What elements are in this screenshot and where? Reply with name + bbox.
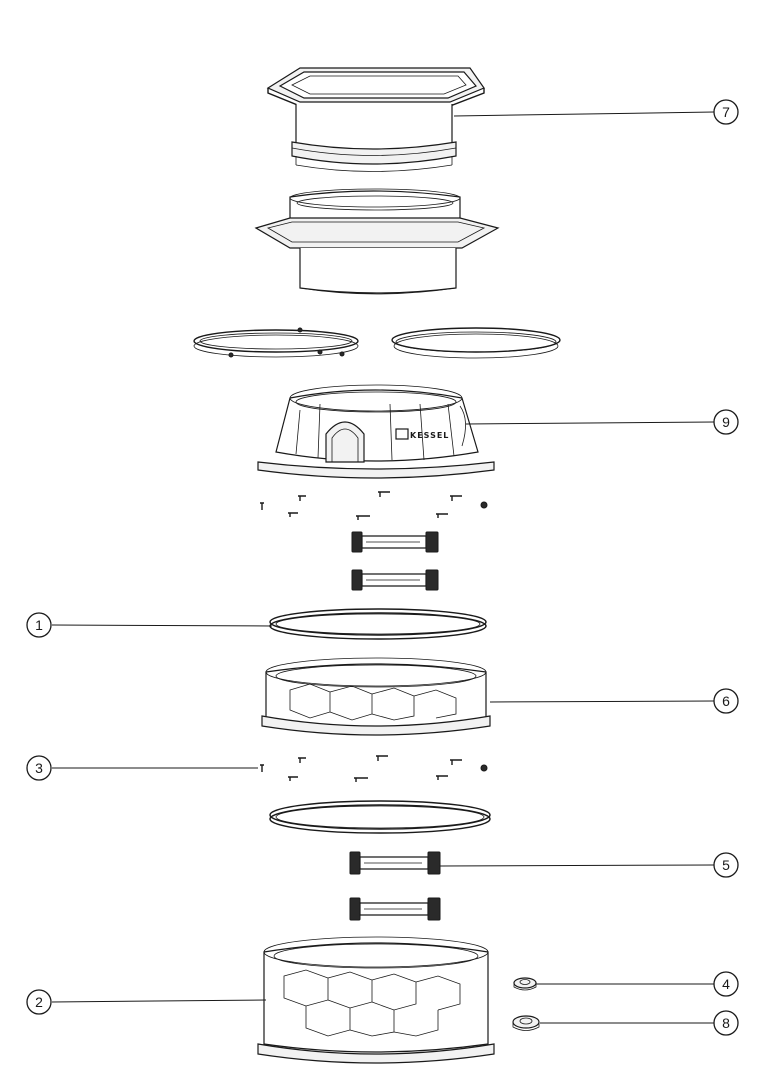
clip-lower-2 [349,897,441,921]
callout-label-4: 4 [722,976,730,992]
callout-8: 8 [713,1010,739,1036]
leader-9 [465,421,715,425]
part-7-cover-frame [266,67,485,172]
callout-label-7: 7 [722,104,730,120]
part-8-nut [512,1015,540,1031]
callout-label-1: 1 [35,617,43,633]
leader-2 [51,999,267,1003]
callout-2: 2 [26,989,52,1015]
leader-5 [439,864,715,867]
callout-label-3: 3 [35,760,43,776]
part-9-adapter-piece: KESSEL [257,384,495,479]
clip-upper-1 [351,531,439,553]
part-3-fastener-set [260,755,488,782]
clamping-ring-left [193,327,359,358]
part-6-intermediate-ring [261,657,491,736]
gasket-ring-right [391,327,561,359]
callout-label-9: 9 [722,414,730,430]
callout-label-6: 6 [722,693,730,709]
callout-9: 9 [713,409,739,435]
callout-label-2: 2 [35,994,43,1010]
seal-ring-lower [269,800,491,834]
callout-7: 7 [713,99,739,125]
callout-label-5: 5 [722,857,730,873]
part-1-seal-ring [269,608,487,640]
leader-1 [51,624,273,627]
brand-logo-text: KESSEL [410,431,449,440]
callout-4: 4 [713,971,739,997]
callout-3: 3 [26,755,52,781]
leader-7 [453,111,715,117]
part-2-base-ring [257,936,495,1064]
part-4-nut [513,977,537,991]
part-7-lower-frame [254,188,500,295]
part-5-clip [349,851,441,875]
leader-lines [51,111,715,1024]
callout-6: 6 [713,688,739,714]
fastener-set-upper [260,491,488,520]
callout-label-8: 8 [722,1015,730,1031]
leader-6 [489,700,715,703]
clip-upper-2 [351,569,439,591]
callout-5: 5 [713,852,739,878]
callout-1: 1 [26,612,52,638]
